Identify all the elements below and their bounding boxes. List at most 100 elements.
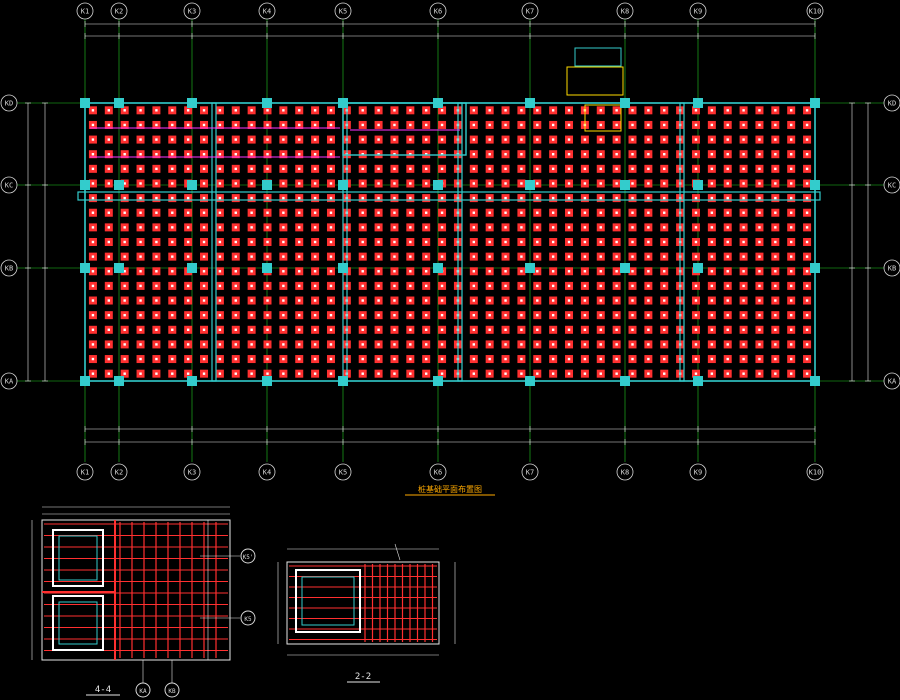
section-4-4-axis-k5p-bubble[interactable] [240,548,256,564]
axis-bubbles-bottom[interactable]: K1 K2 K3 K4 K5 K6 K7 K8 K9 K10 [76,463,824,481]
pile-core [91,182,95,185]
pile-core [520,138,523,141]
axis-bubble-bottom-k7[interactable]: K7 [521,463,539,481]
axis-bubble-left-kb[interactable]: KB [0,259,18,277]
pile-core [599,357,602,361]
pile-core [504,255,507,258]
axis-bubble-bottom-k6[interactable]: K6 [429,463,447,481]
section-4-4-detail[interactable]: K5' K5 KA KB 4-4 [31,506,256,698]
section-2-2-detail[interactable]: 2-2 [277,543,456,683]
column-marker [187,376,197,386]
axis-bubble-top-k6[interactable]: K6 [429,2,447,20]
pile-core [504,123,507,127]
pile-core [440,255,444,258]
axis-bubble-bottom-k5[interactable]: K5 [334,463,352,481]
pile-core [710,138,714,141]
axis-bubble-top-k9[interactable]: K9 [689,2,707,20]
pile-core [202,284,206,288]
pile-core [313,372,317,375]
pile-core [647,226,650,229]
pile-core [107,270,111,273]
axis-bubble-left-kd[interactable]: KD [0,94,18,112]
pile-core [298,182,301,185]
pile-core [647,167,650,171]
axis-bubble-bottom-k4[interactable]: K4 [258,463,276,481]
pile-core [266,196,269,200]
pile-core [266,299,269,302]
axis-bubbles-right[interactable]: KD KC KB KA [883,94,900,390]
axis-bubble-bottom-k2[interactable]: K2 [110,463,128,481]
section-4-4-axis-k5-bubble[interactable] [240,610,256,626]
axis-bubble-top-k5[interactable]: K5 [334,2,352,20]
axis-bubble-top-k3[interactable]: K3 [183,2,201,20]
axis-bubble-bottom-k3[interactable]: K3 [183,463,201,481]
axis-bubble-right-kc[interactable]: KC [883,176,900,194]
section-4-4-pile-cap-bottom [52,595,104,651]
axis-bubbles-left[interactable]: KD KC KB KA [0,94,18,390]
pile-core [155,167,158,171]
axis-bubble-bottom-k10[interactable]: K10 [806,463,824,481]
axis-bubble-top-k2[interactable]: K2 [110,2,128,20]
pile-core [710,270,714,273]
pile-core [377,343,380,346]
pile-core [805,343,809,346]
pile-core [186,357,190,361]
pile-core [361,372,364,375]
pile-core [774,138,777,141]
axis-bubble-left-kc[interactable]: KC [0,176,18,194]
pile-core [186,196,190,200]
pile-core [504,211,507,214]
axis-bubbles-top[interactable]: K1 K2 K3 K4 K5 K6 K7 K8 K9 K10 [76,2,824,20]
axis-bubble-bottom-k8[interactable]: K8 [616,463,634,481]
axis-bubble-label: KD [5,100,13,108]
pile-core [377,255,380,258]
pile-core [663,343,666,346]
column-marker [433,180,443,190]
pile-core [393,109,396,112]
pile-core [615,123,618,127]
pile-core [583,167,587,171]
pile-core [155,240,158,244]
pile-core [710,226,714,229]
pile-core [774,240,777,244]
pile-core [663,109,666,112]
pile-core [361,196,364,200]
axis-bubble-top-k8[interactable]: K8 [616,2,634,20]
axis-bubble-right-ka[interactable]: KA [883,372,900,390]
pile-core [440,372,444,375]
pile-core [107,313,111,317]
axis-bubble-top-k4[interactable]: K4 [258,2,276,20]
pile-core [139,138,142,141]
pile-core [250,153,253,156]
pile-core [107,299,111,302]
pile-core [742,357,745,361]
axis-bubble-bottom-k9[interactable]: K9 [689,463,707,481]
pile-core [551,313,555,317]
pile-core [789,299,793,302]
pile-core [282,343,285,346]
axis-bubble-bottom-k1[interactable]: K1 [76,463,94,481]
pile-core [742,123,745,127]
column-marker [693,98,703,108]
axis-bubble-left-ka[interactable]: KA [0,372,18,390]
pile-core [631,153,634,156]
axis-bubble-top-k10[interactable]: K10 [806,2,824,20]
pile-core [583,255,587,258]
pile-core [298,109,301,112]
pile-core [694,240,698,244]
pile-core [631,299,634,302]
axis-bubble-label: K1 [81,469,89,477]
section-4-4-column-top [58,535,98,581]
pile-core [171,153,174,156]
pile-core [567,357,571,361]
pile-core [758,284,761,288]
pile-core [139,270,142,273]
axis-bubble-top-k7[interactable]: K7 [521,2,539,20]
pile-core [599,270,602,273]
axis-bubble-right-kb[interactable]: KB [883,259,900,277]
axis-bubble-right-kd[interactable]: KD [883,94,900,112]
pile-core [171,270,174,273]
axis-bubble-top-k1[interactable]: K1 [76,2,94,20]
pile-core [488,357,491,361]
